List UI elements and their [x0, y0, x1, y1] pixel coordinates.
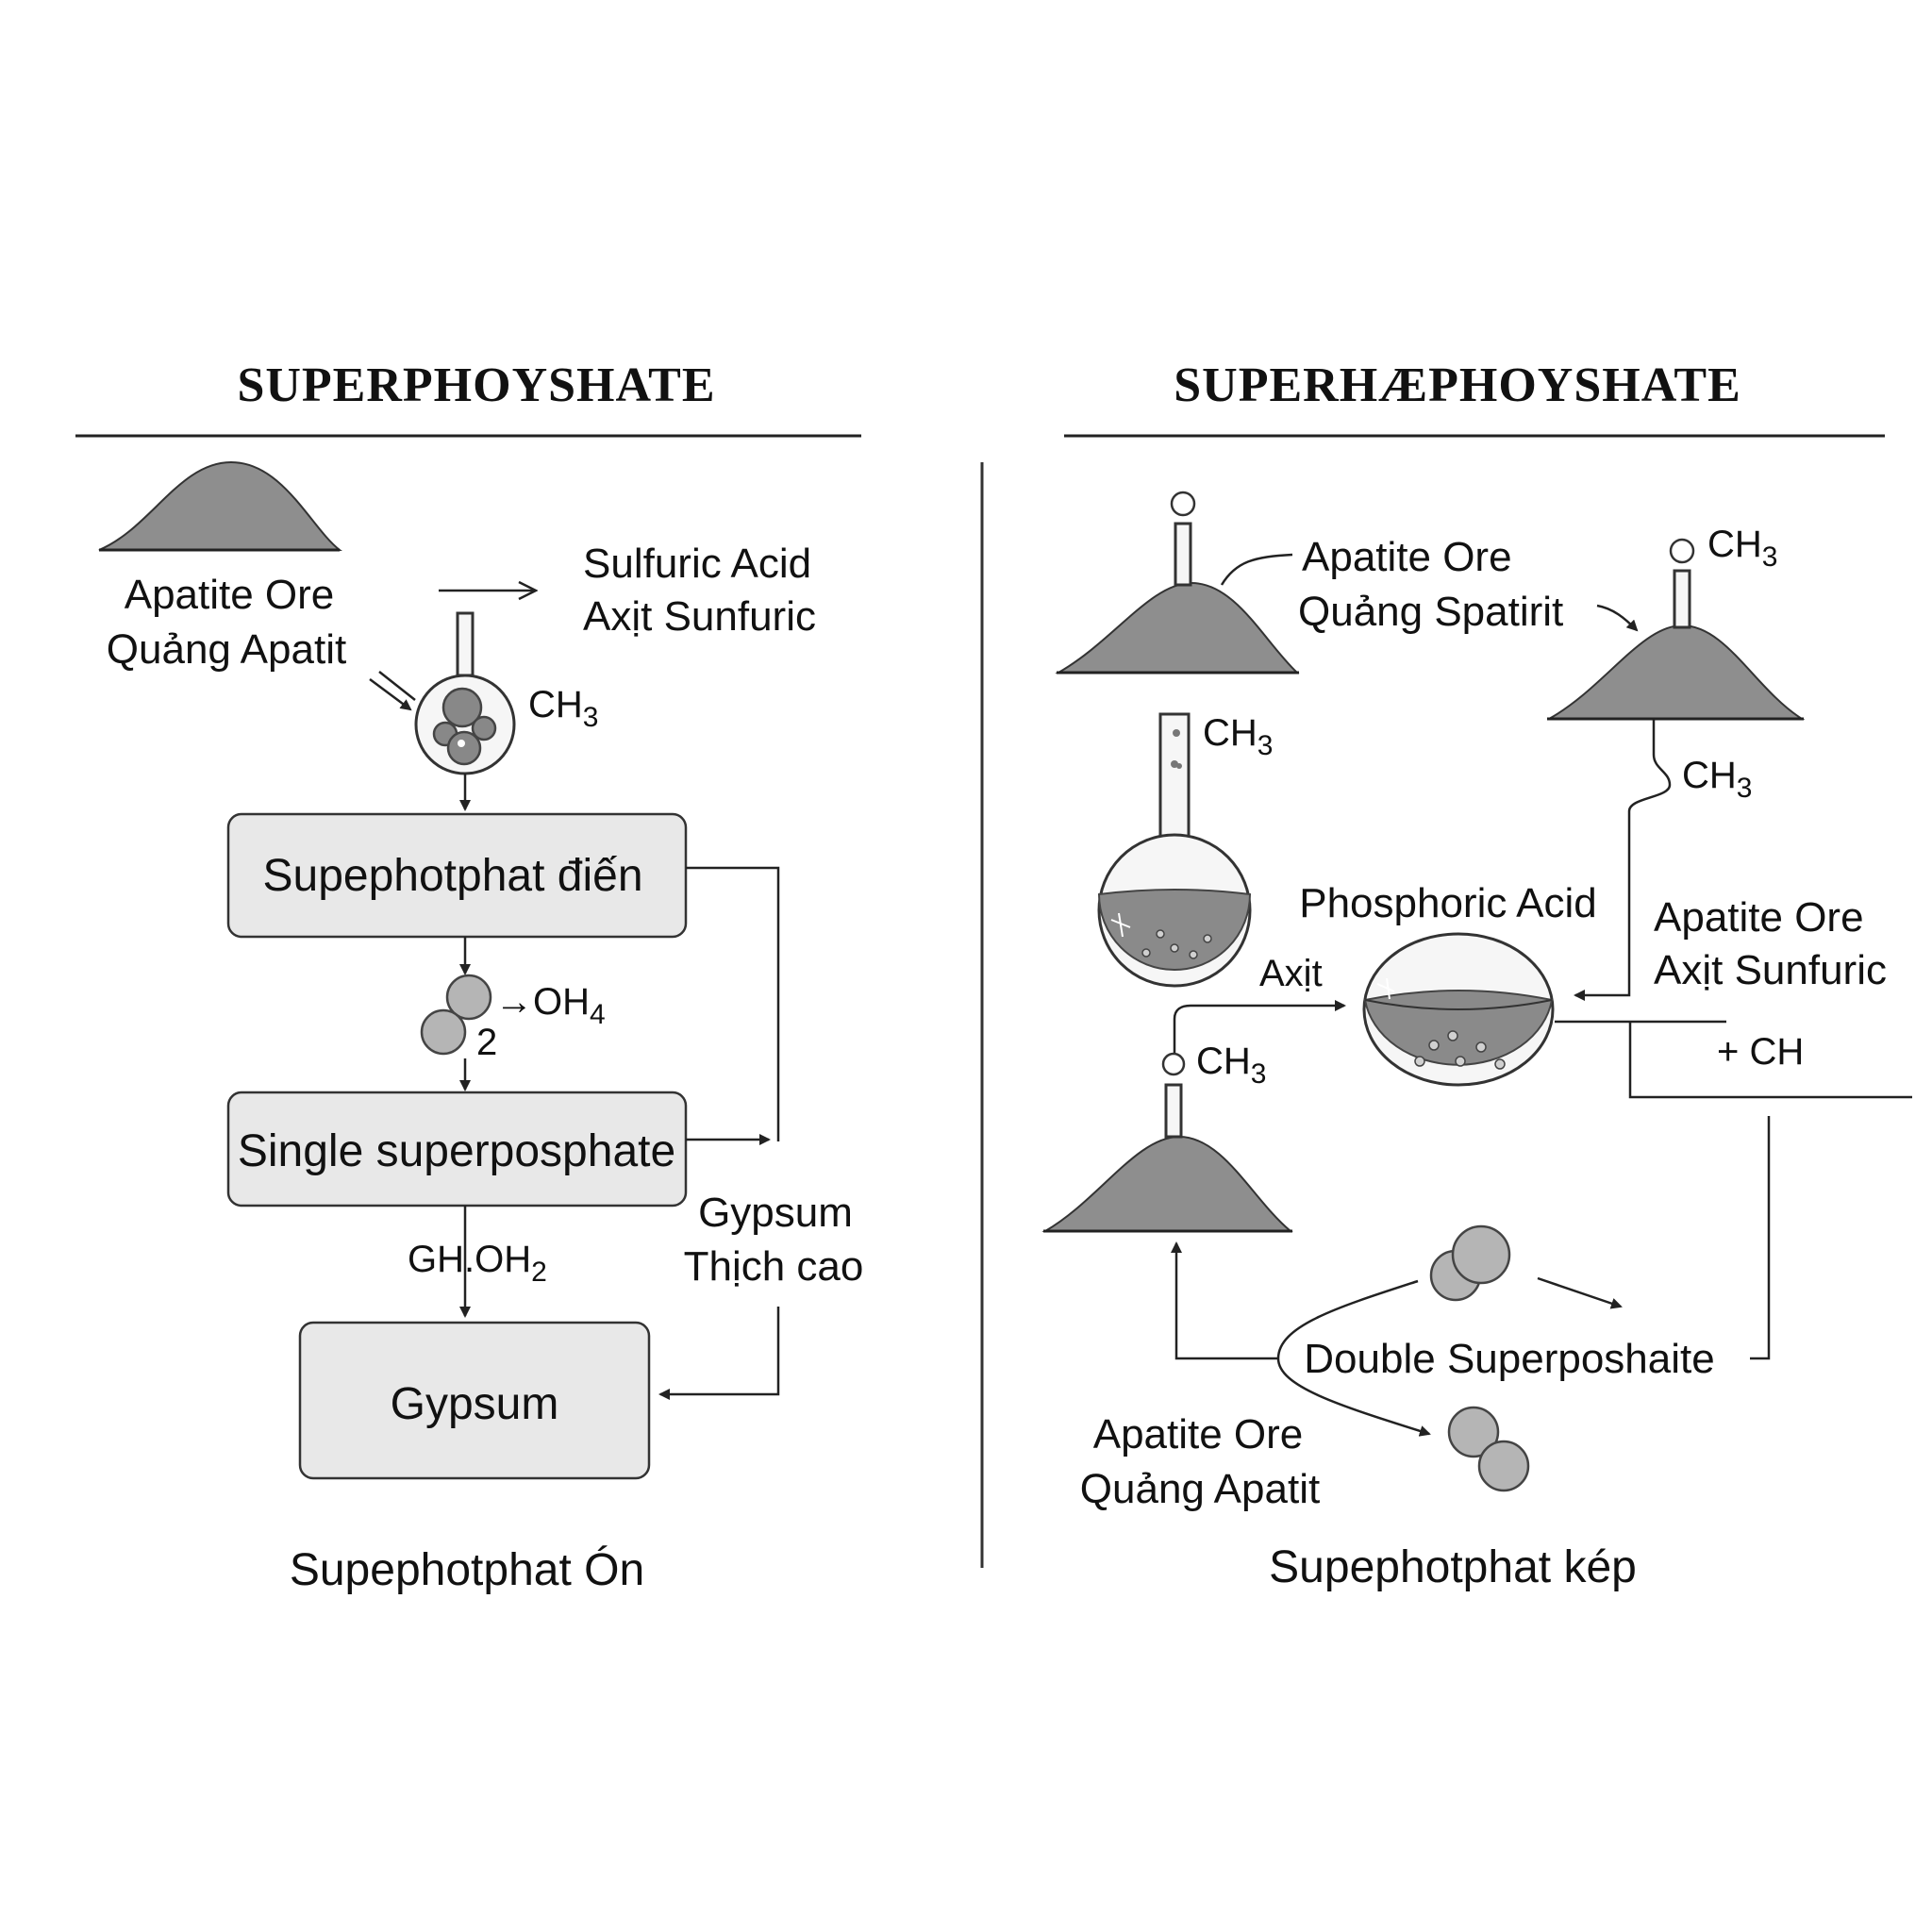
gypsum-side-label-en: Gypsum [698, 1190, 853, 1236]
flask-label: CH3 [1203, 712, 1273, 761]
side-output-line [1628, 1022, 1912, 1099]
double-superphosphate-label: Double Superposhaite [1304, 1336, 1714, 1382]
gypsum-side-label-vi: Thịch cao [684, 1243, 864, 1290]
gypsum-loop-line [686, 866, 780, 1141]
left-title: SUPERPHOYSHATE [237, 358, 715, 412]
bottom-ore-label-vi: Quảng Apatit [1080, 1466, 1320, 1512]
ore-label-vi: Quảng Apatit [107, 626, 346, 673]
reactor-vessel-icon [414, 611, 516, 775]
acid-label-vi: Axịt Sunfuric [583, 593, 816, 640]
box-2-label: Single superposphate [238, 1126, 675, 1176]
right-caption: Supephotphat kép [1269, 1542, 1637, 1592]
intermediate-particles-icon [420, 974, 492, 1056]
right-panel: SUPERHÆPHOYSHATE Apatite Ore Quảng Spati… [1041, 358, 1912, 1592]
right-ore-label-en: Apatite Ore [1302, 534, 1512, 580]
branch-down-arrow [1276, 1357, 1431, 1437]
right-ore-label-vi: Quảng Spatirit [1298, 589, 1563, 635]
right-pipe-label: CH3 [1682, 755, 1752, 804]
lower-reaction-label: GH.OH2 [408, 1239, 547, 1288]
right-side-label-1: Apatite Ore [1654, 894, 1864, 941]
apatite-ore-pile-with-stack-icon [1055, 491, 1300, 675]
plus-ch-label: + CH [1717, 1031, 1804, 1073]
box-1-label: Supephotphat điến [262, 851, 642, 901]
process-box-gypsum [298, 1321, 651, 1480]
top-right-pipe-label: CH3 [1707, 524, 1777, 573]
lower-pipe-label: CH3 [1196, 1041, 1266, 1090]
ore-feed-arrow-icon [369, 671, 416, 711]
product-out-arrow [1537, 1276, 1623, 1309]
product-particles-bottom-icon [1447, 1406, 1530, 1492]
left-panel: SUPERPHOYSHATE Apatite Ore Quảng Apatit … [75, 358, 863, 1595]
ore-label-leader [1220, 553, 1293, 586]
reactor-label: CH3 [528, 684, 598, 733]
loop-return-arrow [658, 1307, 780, 1400]
acid-label-en: Sulfuric Acid [583, 541, 811, 587]
product-right-line [1750, 1116, 1771, 1360]
right-side-label-2: Axịt Sunfuric [1654, 947, 1887, 993]
phosphoric-acid-label: Phosphoric Acid [1299, 880, 1597, 926]
ore-feed-arrow-right [1596, 604, 1639, 632]
top-right-ore-pile-icon [1547, 538, 1806, 721]
branch-up-line [1276, 1279, 1419, 1359]
bottom-ore-label-en: Apatite Ore [1093, 1411, 1304, 1457]
round-bottom-flask-icon [1097, 712, 1252, 988]
ore-label-en: Apatite Ore [125, 572, 335, 618]
phosphoric-feed-pipe [1574, 719, 1672, 1001]
process-box-single-superphosphate [226, 1091, 688, 1208]
left-caption: Supephotphat Ón [290, 1544, 644, 1595]
box-3-label: Gypsum [391, 1379, 559, 1429]
apatite-ore-pile-icon [98, 460, 342, 552]
axit-label: Axịt [1259, 953, 1323, 994]
phosphoric-acid-vessel-icon [1362, 932, 1555, 1087]
return-to-pile-arrow [1171, 1241, 1278, 1360]
bottom-ore-pile-icon [1041, 1052, 1293, 1233]
right-title: SUPERHÆPHOYSHATE [1174, 358, 1741, 412]
product-particles-top-icon [1429, 1224, 1511, 1302]
process-box-supephotphat [226, 812, 688, 939]
axit-feed-arrow [1173, 1000, 1346, 1064]
intermediate-count: 2 [476, 1022, 497, 1063]
intermediate-label: →OH4 [495, 981, 606, 1030]
